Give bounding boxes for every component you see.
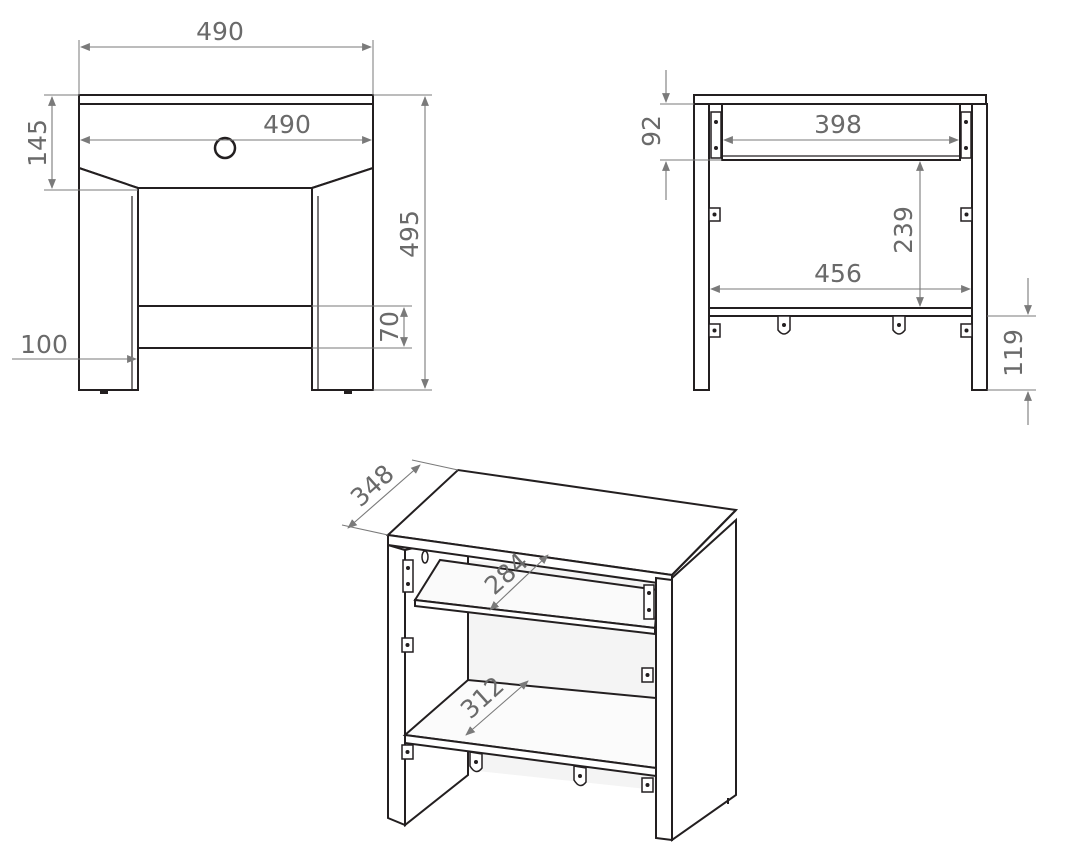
dim-front-width-inner: 490 — [263, 110, 311, 139]
front-right-side — [311, 166, 374, 391]
dim-back-drawer-width: 398 — [814, 110, 862, 139]
back-left-side — [693, 103, 710, 391]
iso-right-side — [671, 517, 737, 842]
dim-back-shelf-height: 119 — [999, 329, 1028, 377]
back-top-board — [693, 94, 987, 105]
dim-front-side-offset: 100 — [20, 330, 68, 359]
back-right-side — [971, 103, 988, 391]
back-drawer-box — [721, 103, 961, 161]
dim-front-drawer-height: 145 — [23, 119, 52, 167]
dim-iso-depth: 348 — [345, 459, 400, 512]
isometric-view: 348 284 312 — [341, 459, 739, 842]
front-view: 490 490 145 495 70 100 — [12, 17, 432, 394]
dim-back-inner-height: 239 — [889, 206, 918, 254]
drawer-handle-icon — [213, 136, 237, 160]
front-left-side — [78, 166, 139, 391]
dim-front-width-top: 490 — [196, 17, 244, 46]
dim-front-plinth-height: 70 — [375, 311, 404, 343]
dim-back-drawer-height: 92 — [637, 115, 666, 147]
dim-front-total-height: 495 — [395, 210, 424, 258]
dim-back-inner-width: 456 — [814, 259, 862, 288]
back-shelf — [708, 307, 973, 317]
front-plinth — [137, 305, 313, 349]
front-top-board — [78, 94, 374, 105]
back-view: 92 398 239 456 119 — [637, 70, 1036, 425]
